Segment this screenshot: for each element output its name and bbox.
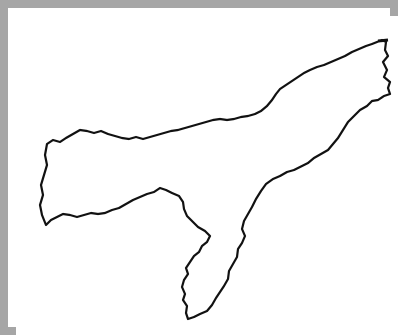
- map-canvas: [16, 16, 398, 335]
- border-mark: [377, 38, 389, 43]
- region-outline: [38, 38, 392, 321]
- map-background: [16, 16, 398, 335]
